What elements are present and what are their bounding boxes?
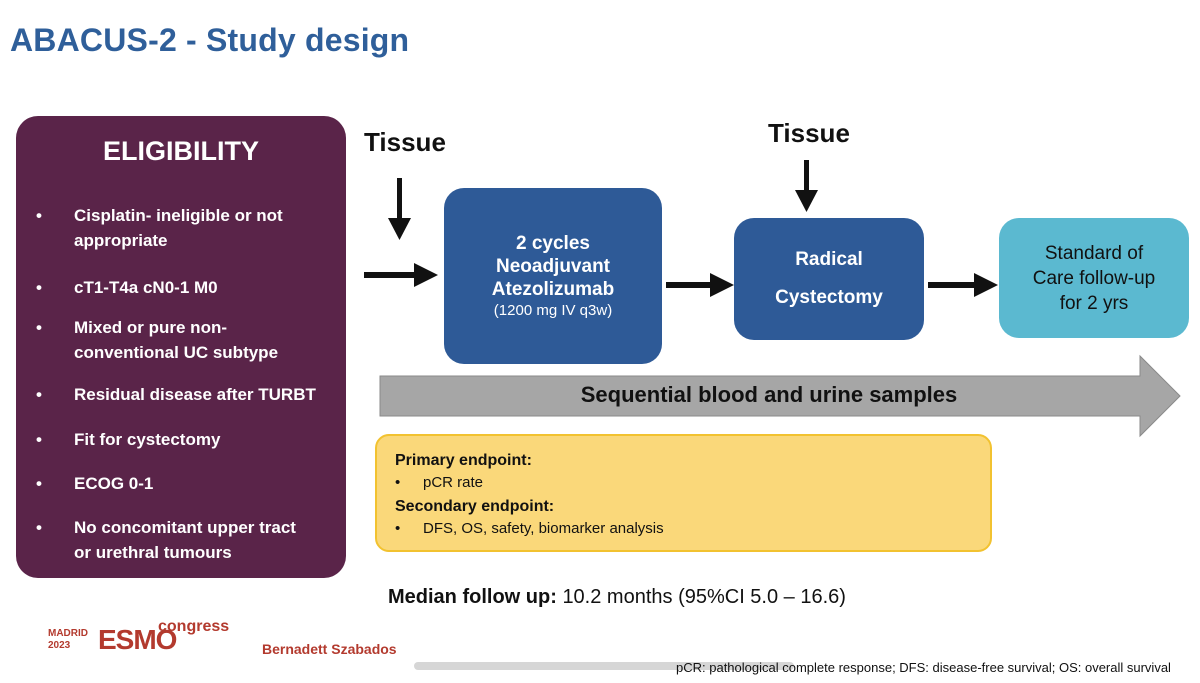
neoadjuvant-line: Atezolizumab	[491, 278, 615, 300]
presenter-name: Bernadett Szabados	[262, 641, 397, 657]
bullet: •	[36, 206, 42, 225]
eligibility-item-line: No concomitant upper tract	[74, 518, 296, 537]
bullet: •	[395, 474, 401, 491]
median-follow-up: Median follow up: 10.2 months (95%CI 5.0…	[388, 586, 846, 609]
median-value: 10.2 months (95%CI 5.0 – 16.6)	[562, 586, 846, 608]
eligibility-heading: ELIGIBILITY	[102, 136, 259, 166]
eligibility-panel: ELIGIBILITY • Cisplatin- ineligible or n…	[16, 116, 346, 578]
tissue-down-arrow-2	[795, 160, 818, 212]
primary-endpoint-text: pCR rate	[423, 474, 484, 491]
congress-word: congress	[158, 618, 230, 635]
right-arrow-neo-cystectomy	[666, 273, 734, 297]
bullet: •	[36, 430, 42, 449]
bullet: •	[36, 318, 42, 337]
neoadjuvant-treatment-box: 2 cycles Neoadjuvant Atezolizumab (1200 …	[444, 188, 662, 364]
samples-timeline-arrow	[379, 354, 1181, 438]
neoadjuvant-line: 2 cycles	[516, 232, 590, 254]
eligibility-item-line: Cisplatin- ineligible or not	[74, 206, 283, 225]
eligibility-item-line: conventional UC subtype	[74, 343, 279, 362]
cystectomy-line: Radical	[795, 249, 863, 270]
neoadjuvant-line: Neoadjuvant	[495, 255, 611, 277]
right-arrow-cystectomy-followup	[928, 273, 998, 297]
eligibility-item-line: Residual disease after TURBT	[74, 385, 316, 404]
secondary-endpoint-heading: Secondary endpoint:	[395, 498, 555, 515]
bullet: •	[36, 474, 42, 493]
eligibility-item-line: or urethral tumours	[74, 543, 232, 562]
secondary-endpoint-text: DFS, OS, safety, biomarker analysis	[423, 520, 664, 537]
esmo-wordmark: ESMO	[98, 624, 177, 655]
neoadjuvant-dose: (1200 mg IV q3w)	[493, 301, 613, 319]
follow-up-line: Care follow-up	[1032, 267, 1156, 289]
eligibility-list: • Cisplatin- ineligible or not appropriat…	[16, 116, 346, 578]
cystectomy-box: Radical Cystectomy	[734, 218, 924, 340]
bullet: •	[36, 518, 42, 537]
bullet: •	[36, 278, 42, 297]
primary-endpoint-heading: Primary endpoint:	[395, 452, 532, 469]
right-arrow-start	[364, 263, 438, 287]
esmo-congress-logo: MADRID 2023 ESMO congress	[48, 618, 229, 658]
eligibility-item-line: ECOG 0-1	[74, 474, 154, 493]
congress-city-year: MADRID 2023	[48, 628, 88, 652]
eligibility-item-line: cT1-T4a cN0-1 M0	[74, 278, 218, 297]
eligibility-item-line: appropriate	[74, 231, 168, 250]
tissue-label: Tissue	[768, 118, 850, 148]
bullet: •	[36, 385, 42, 404]
eligibility-item-line: Mixed or pure non-	[74, 318, 227, 337]
tissue-label: Tissue	[364, 127, 446, 157]
abbreviations-footnote: pCR: pathological complete response; DFS…	[676, 660, 1171, 675]
tissue-down-arrow-1	[388, 178, 411, 240]
cystectomy-line: Cystectomy	[775, 287, 883, 308]
bullet: •	[395, 520, 401, 537]
samples-label: Sequential blood and urine samples	[580, 382, 958, 407]
follow-up-box: Standard of Care follow-up for 2 yrs	[999, 218, 1189, 338]
eligibility-item-line: Fit for cystectomy	[74, 430, 221, 449]
median-label: Median follow up:	[388, 586, 557, 608]
follow-up-line: for 2 yrs	[1059, 292, 1129, 314]
congress-year: 2023	[48, 640, 71, 651]
horizontal-scrollbar[interactable]	[414, 662, 794, 670]
endpoints-box: Primary endpoint: • pCR rate Secondary e…	[375, 434, 992, 552]
follow-up-line: Standard of	[1044, 242, 1144, 264]
slide-title: ABACUS-2 - Study design	[10, 22, 410, 58]
congress-city: MADRID	[48, 628, 88, 639]
